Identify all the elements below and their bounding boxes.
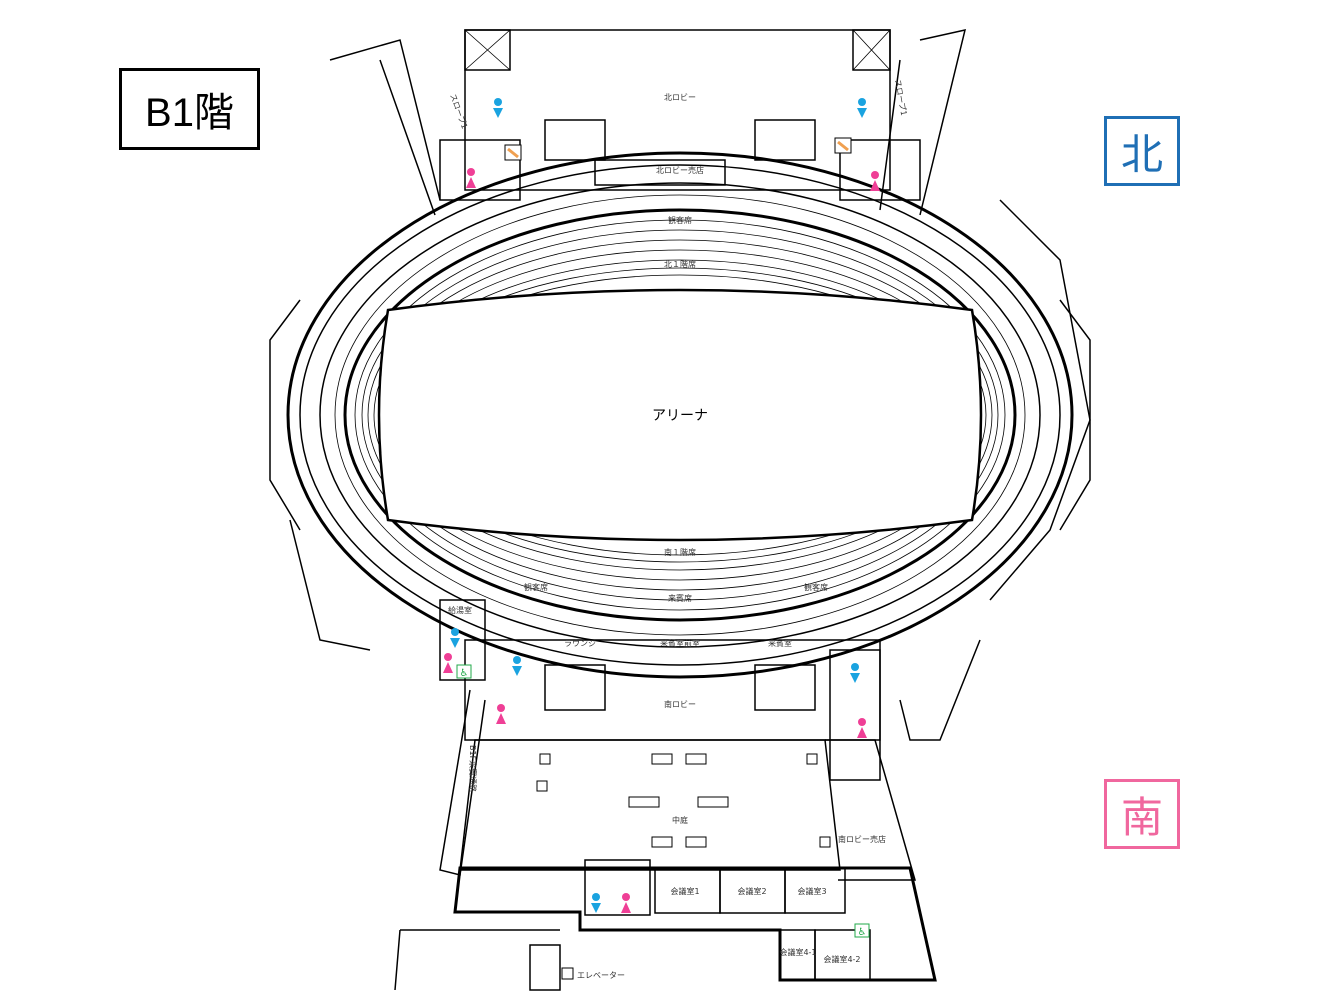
accessible-toilet-icon: ♿ <box>456 664 472 679</box>
male-toilet-icon <box>493 98 503 118</box>
svg-text:♿: ♿ <box>858 927 867 938</box>
courtyard-block <box>459 739 916 881</box>
label-guest-seats: 来賓席 <box>668 593 692 603</box>
female-toilet-icon <box>443 653 453 673</box>
label-meeting-room-3: 会議室3 <box>797 886 826 896</box>
male-toilet-icon <box>591 893 601 913</box>
label-north-lobby-shop: 北ロビー売店 <box>656 165 704 175</box>
north-lobby-block <box>439 29 921 201</box>
label-north-stands: 観客席 <box>668 215 692 225</box>
female-toilet-icon <box>496 704 506 724</box>
label-guest-anteroom: 来賓室前室 <box>660 638 700 648</box>
label-south-stands-right: 観客席 <box>804 582 828 592</box>
male-toilet-icon <box>857 98 867 118</box>
svg-text:♿: ♿ <box>460 668 469 679</box>
elevator-shafts <box>536 753 831 980</box>
label-south-stands-left: 観客席 <box>524 582 548 592</box>
label-south-lobby-shop: 南ロビー売店 <box>838 834 886 844</box>
label-north-1f-seats: 北１階席 <box>664 259 696 269</box>
label-kitchenette: 給湯室 <box>448 605 472 615</box>
baby-room-icon <box>504 144 522 161</box>
label-courtyard: 中庭 <box>672 815 688 825</box>
female-toilet-icon <box>857 718 867 738</box>
female-toilet-icon <box>621 893 631 913</box>
label-elevator: エレベーター <box>577 971 625 980</box>
label-arena: アリーナ <box>652 408 708 424</box>
label-guest-room: 来賓室 <box>768 638 792 648</box>
meeting-rooms-block <box>394 859 937 991</box>
female-toilet-icon <box>466 168 476 188</box>
south-direction-label: 南 <box>1104 779 1180 849</box>
accessible-toilet-icon: ♿ <box>854 923 870 938</box>
label-meeting-room-4-1: 会議室4-1 <box>779 947 816 957</box>
baby-room-icon <box>834 137 852 154</box>
female-toilet-icon <box>870 171 880 191</box>
label-b1f-guest-passage: B1F来賓通路 <box>468 745 478 792</box>
male-toilet-icon <box>512 656 522 676</box>
outer-building-walls <box>269 29 1091 741</box>
label-lounge: ラウンジ <box>564 639 596 648</box>
label-meeting-room-2: 会議室2 <box>737 886 766 896</box>
male-toilet-icon <box>450 628 460 648</box>
north-direction-label: 北 <box>1104 116 1180 186</box>
label-meeting-room-4-2: 会議室4-2 <box>823 954 860 964</box>
label-south-1f-seats: 南１階席 <box>664 547 696 557</box>
label-slope-west: スロープ1 <box>448 93 469 130</box>
floor-label: B1階 <box>119 68 260 150</box>
label-north-lobby: 北ロビー <box>664 93 696 102</box>
label-south-lobby: 南ロビー <box>664 699 696 709</box>
male-toilet-icon <box>850 663 860 683</box>
label-meeting-room-1: 会議室1 <box>670 886 699 896</box>
arena-floor <box>377 288 983 542</box>
south-lobby-block <box>439 599 881 876</box>
